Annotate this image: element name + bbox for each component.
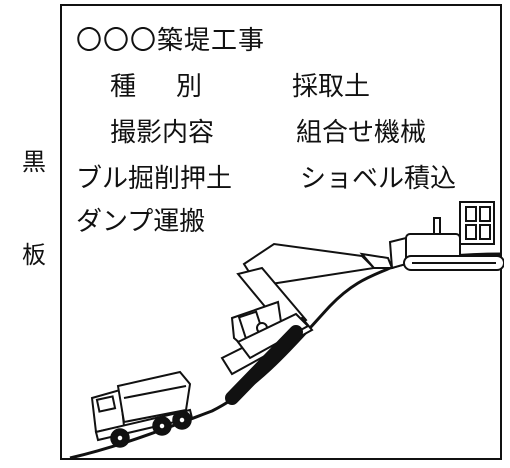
bulldozer-work-text: ブル掘削押土	[76, 164, 233, 194]
blackboard-frame: 〇〇〇築堤工事 種別 採取土 撮影内容 組合せ機械 ブル掘削押土 ショベル積込 …	[60, 4, 504, 460]
construction-title: 〇〇〇築堤工事	[76, 26, 266, 56]
bulldozer-icon	[388, 201, 504, 271]
satsuei-label: 撮影内容	[110, 118, 215, 148]
shubetsu-value: 採取土	[292, 72, 371, 102]
shubetsu-label: 種別	[110, 72, 243, 102]
side-label-ban: 板	[22, 241, 46, 269]
side-label-kuro: 黒	[22, 148, 46, 176]
machinery-illustration	[69, 201, 504, 460]
dump-truck-wheels	[110, 410, 192, 448]
dump-truck-icon	[90, 370, 194, 442]
satsuei-value: 組合せ機械	[296, 118, 427, 148]
shovel-loading-text: ショベル積込	[300, 164, 457, 194]
excavator-icon	[220, 242, 394, 376]
excavator-track	[225, 325, 303, 405]
dump-transport-text: ダンプ運搬	[76, 207, 206, 237]
